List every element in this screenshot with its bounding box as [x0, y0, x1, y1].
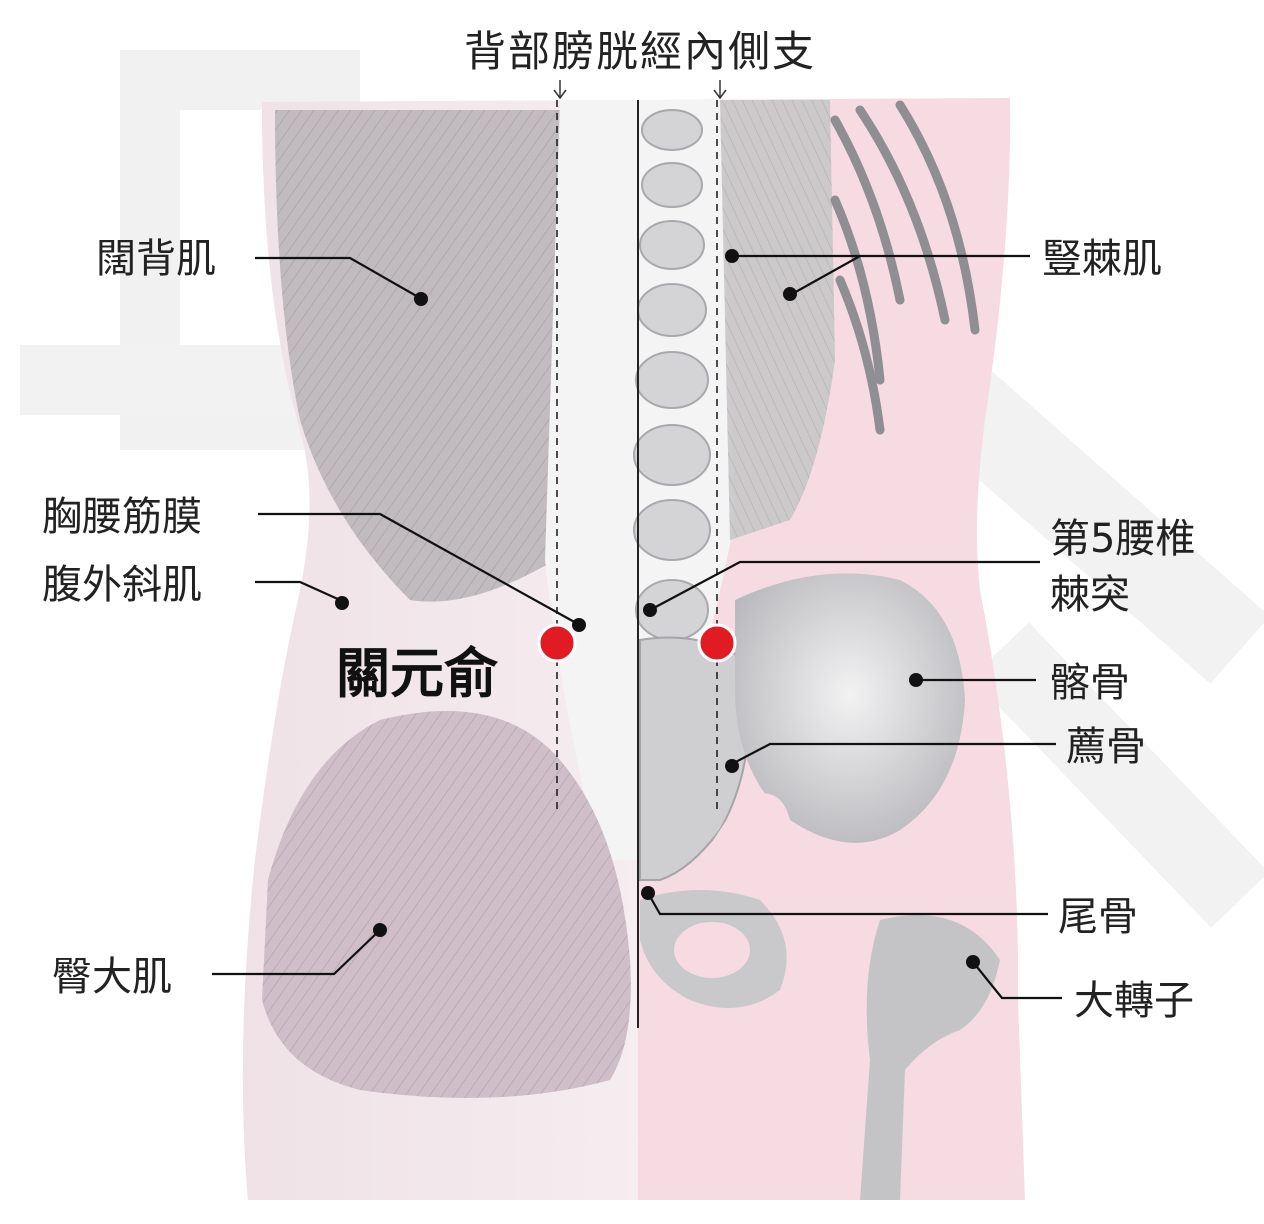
label-coccyx: 尾骨 [1058, 894, 1138, 940]
guide-arrow-left [553, 89, 567, 100]
gluteus-maximus-muscle [262, 711, 631, 1098]
label-ilium: 髂骨 [1050, 660, 1130, 706]
ribs [830, 100, 980, 435]
ilium-bone [735, 573, 965, 843]
pelvis-femur [640, 793, 1000, 1200]
label-l5-spinous-process-line2: 棘突 [1050, 572, 1130, 618]
label-latissimus-dorsi: 闊背肌 [96, 236, 216, 282]
label-bladder-meridian: 背部膀胱經內側支 [464, 27, 816, 76]
acupoint-marker-left [537, 623, 577, 663]
latissimus-dorsi-muscle [275, 110, 560, 602]
label-greater-trochanter: 大轉子 [1074, 978, 1194, 1024]
label-l5-spinous-process-line1: 第5腰椎 [1050, 516, 1195, 562]
label-acupoint-guanyuanshu: 關元俞 [336, 642, 499, 705]
leader-lines [212, 254, 1062, 1000]
erector-spinae-muscle [720, 100, 835, 540]
label-erector-spinae: 豎棘肌 [1042, 236, 1162, 282]
label-thoracolumbar-fascia: 胸腰筋膜 [42, 494, 202, 540]
lumbar-spine [633, 109, 711, 641]
label-gluteus-maximus: 臀大肌 [52, 954, 172, 1000]
label-sacrum: 薦骨 [1066, 724, 1146, 770]
acupoint-marker-right [697, 623, 737, 663]
anchor-dots [335, 249, 980, 969]
label-external-oblique: 腹外斜肌 [42, 562, 202, 608]
guide-arrow-right [713, 89, 727, 100]
